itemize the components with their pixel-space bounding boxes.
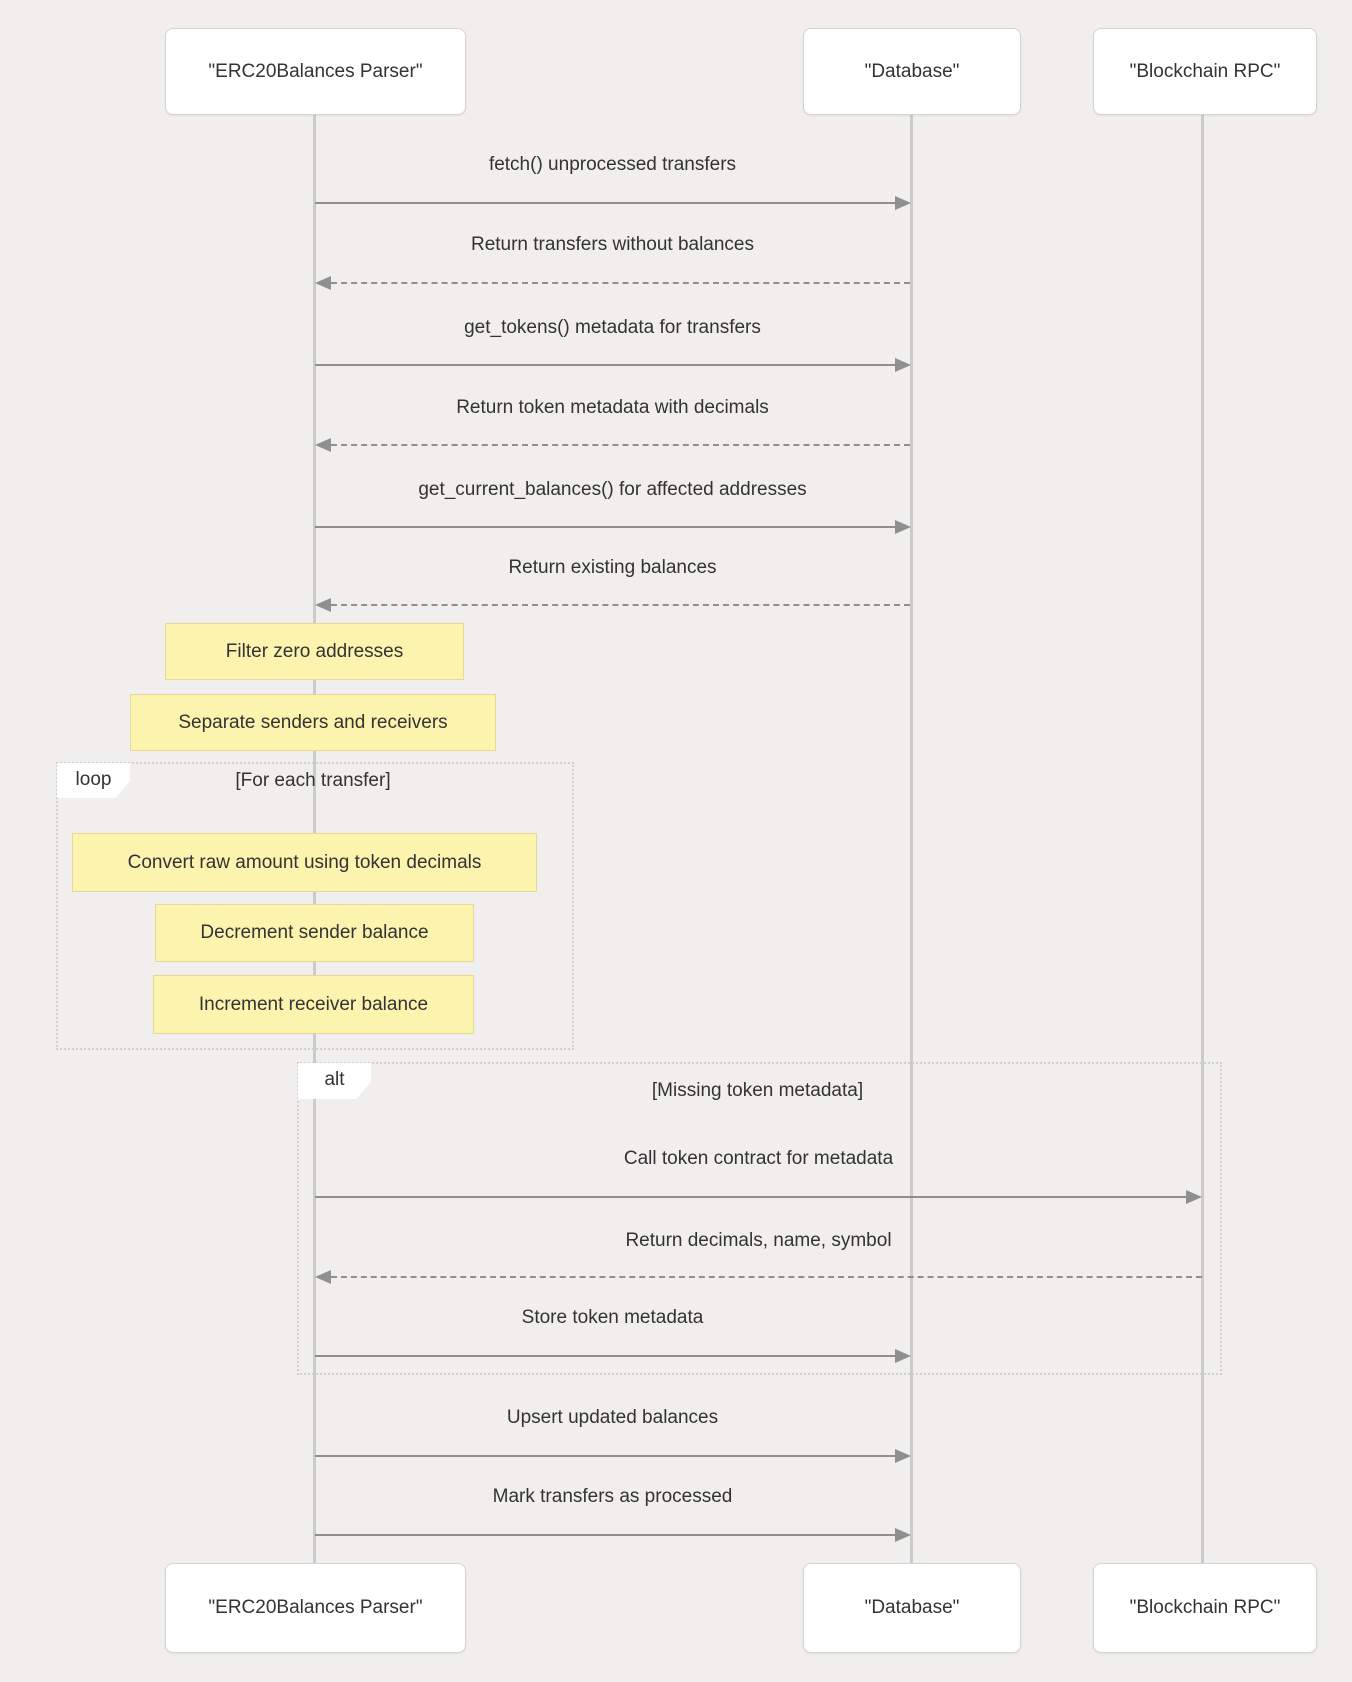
message-fetch-unprocessed-transfers: fetch() unprocessed transfers: [488, 154, 737, 175]
alt-fragment-label: alt: [298, 1063, 371, 1099]
participant-rpc-bottom: "Blockchain RPC": [1093, 1563, 1317, 1653]
message-mark-transfers-processed: Mark transfers as processed: [492, 1486, 733, 1507]
participant-database-top: "Database": [803, 28, 1021, 115]
alt-fragment-condition: [Missing token metadata]: [651, 1080, 864, 1101]
message-get-current-balances: get_current_balances() for affected addr…: [418, 479, 807, 500]
note-separate-senders-receivers: Separate senders and receivers: [130, 694, 496, 751]
message-return-decimals-name-symbol: Return decimals, name, symbol: [625, 1230, 892, 1251]
message-arrow-line: [315, 1355, 895, 1357]
message-arrow-line: [331, 1276, 1202, 1278]
arrowhead-left-icon: [315, 1270, 331, 1284]
note-increment-receiver-balance: Increment receiver balance: [153, 975, 474, 1034]
loop-fragment-condition: [For each transfer]: [235, 770, 391, 791]
arrowhead-right-icon: [895, 358, 911, 372]
participant-rpc-top: "Blockchain RPC": [1093, 28, 1317, 115]
loop-fragment-label: loop: [57, 763, 130, 798]
arrowhead-right-icon: [895, 196, 911, 210]
arrowhead-left-icon: [315, 276, 331, 290]
arrowhead-right-icon: [895, 520, 911, 534]
alt-fragment-frame: [297, 1062, 1222, 1375]
message-return-transfers-without-balances: Return transfers without balances: [470, 234, 755, 255]
message-arrow-line: [331, 444, 910, 446]
message-call-token-contract: Call token contract for metadata: [623, 1148, 894, 1169]
note-convert-raw-amount: Convert raw amount using token decimals: [72, 833, 537, 892]
participant-parser-top: "ERC20Balances Parser": [165, 28, 466, 115]
message-arrow-line: [315, 1455, 895, 1457]
message-arrow-line: [315, 1196, 1186, 1198]
message-arrow-line: [315, 526, 895, 528]
message-arrow-line: [315, 364, 895, 366]
message-store-token-metadata: Store token metadata: [521, 1307, 704, 1328]
message-get-tokens-metadata: get_tokens() metadata for transfers: [464, 317, 761, 338]
participant-parser-bottom: "ERC20Balances Parser": [165, 1563, 466, 1653]
arrowhead-right-icon: [895, 1449, 911, 1463]
arrowhead-left-icon: [315, 438, 331, 452]
message-return-token-metadata: Return token metadata with decimals: [456, 397, 769, 418]
message-arrow-line: [315, 1534, 895, 1536]
arrowhead-right-icon: [1186, 1190, 1202, 1204]
message-return-existing-balances: Return existing balances: [508, 557, 717, 578]
participant-database-bottom: "Database": [803, 1563, 1021, 1653]
note-decrement-sender-balance: Decrement sender balance: [155, 904, 474, 962]
lifeline-rpc: [1201, 113, 1204, 1565]
arrowhead-left-icon: [315, 598, 331, 612]
arrowhead-right-icon: [895, 1528, 911, 1542]
lifeline-database: [910, 113, 913, 1565]
loop-fragment-frame: [56, 762, 574, 1050]
arrowhead-right-icon: [895, 1349, 911, 1363]
message-arrow-line: [331, 282, 910, 284]
note-filter-zero-addresses: Filter zero addresses: [165, 623, 464, 680]
message-arrow-line: [315, 202, 895, 204]
message-upsert-updated-balances: Upsert updated balances: [506, 1407, 719, 1428]
message-arrow-line: [331, 604, 910, 606]
